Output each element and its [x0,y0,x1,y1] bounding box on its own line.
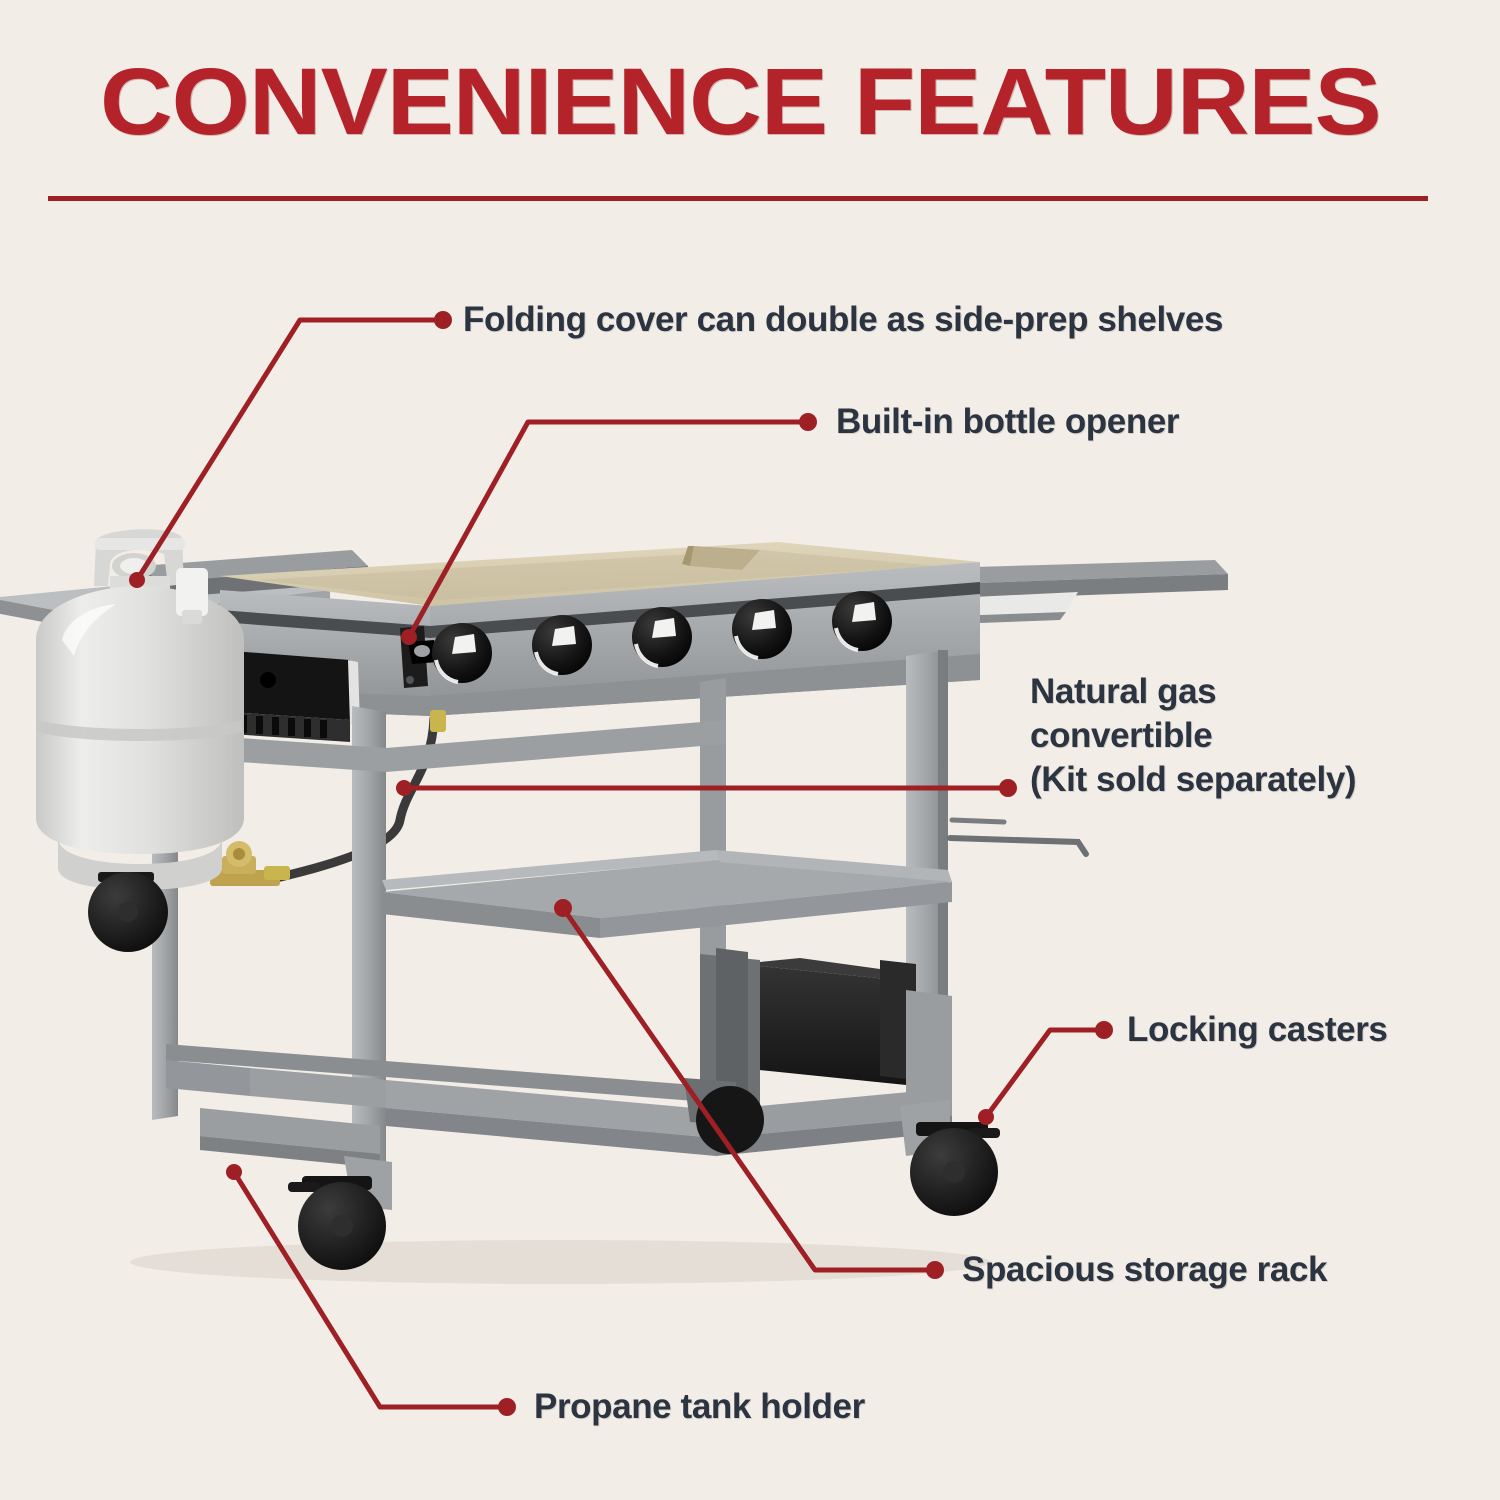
right-side-shelf [940,560,1228,628]
burner-knob [732,599,792,660]
tool-hook [947,817,1089,857]
callout-locking-casters-line-1: Locking casters [1127,1010,1388,1049]
callout-folding-cover: Folding cover can double as side-prep sh… [463,298,1223,342]
product-illustration [0,520,1260,1310]
callout-propane-holder-line-1: Propane tank holder [534,1387,865,1426]
burner-knob [432,623,492,684]
burner-knob [832,591,892,652]
gas-hose [210,710,446,886]
header: CONVENIENCE FEATURES [0,0,1500,215]
page-title: CONVENIENCE FEATURES [100,49,1382,155]
callout-folding-cover-line-1: Folding cover can double as side-prep sh… [463,300,1223,339]
callout-propane-holder: Propane tank holder [534,1385,865,1429]
callout-natural-gas-line-1: Natural gas [1030,672,1217,711]
grease-bin [740,958,916,1086]
callout-natural-gas-line-2: convertible [1030,716,1213,755]
callout-storage-rack-line-1: Spacious storage rack [962,1250,1328,1289]
callout-natural-gas-line-3: (Kit sold separately) [1030,760,1357,799]
callout-bottle-opener: Built-in bottle opener [836,400,1180,444]
burner-knob [532,615,592,676]
burner-knob [632,607,692,668]
title-divider [48,196,1428,201]
product-shadow [130,1240,990,1284]
callout-bottle-opener-line-1: Built-in bottle opener [836,402,1180,441]
caster [696,1086,764,1154]
callout-locking-casters: Locking casters [1127,1008,1388,1052]
storage-rack-shelf [382,850,952,938]
callout-natural-gas: Natural gas convertible (Kit sold separa… [1030,670,1357,802]
callout-storage-rack: Spacious storage rack [962,1248,1328,1292]
caster [88,872,168,952]
